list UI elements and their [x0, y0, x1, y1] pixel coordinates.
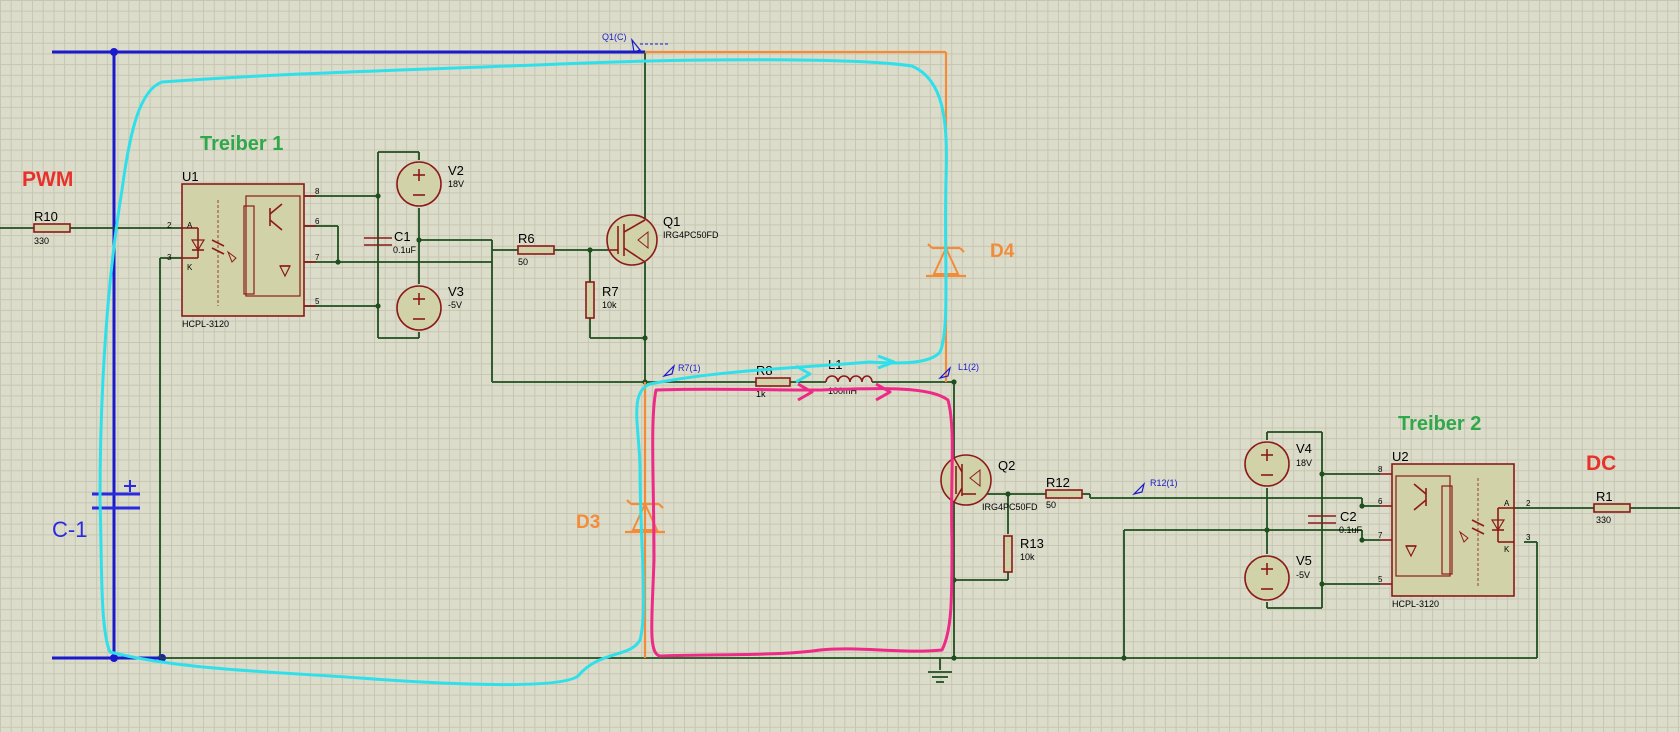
treiber1-label: Treiber 1 — [200, 133, 283, 155]
v3-value: -5V — [448, 300, 462, 310]
v2-value: 18V — [448, 179, 464, 189]
svg-text:5: 5 — [315, 297, 320, 306]
junction-nodes — [335, 193, 1365, 661]
capacitor-c2[interactable]: C2 0.1uF — [1308, 509, 1363, 535]
c1-value: 0.1uF — [393, 245, 417, 255]
r7-value: 10k — [602, 300, 617, 310]
q2-part: IRG4PC50FD — [982, 502, 1038, 512]
svg-text:3: 3 — [1526, 533, 1531, 542]
transistor-q2[interactable]: Q2 IRG4PC50FD — [940, 454, 1038, 512]
resistor-r10[interactable]: R10 330 — [33, 209, 71, 246]
hand-capacitor-c1: C-1 — [52, 480, 140, 542]
c2-name: C2 — [1340, 509, 1357, 524]
dc-bus — [52, 48, 645, 662]
r6-value: 50 — [518, 257, 528, 267]
svg-text:K: K — [1504, 545, 1510, 554]
voltage-source-v5[interactable]: V5 -5V — [1244, 553, 1312, 601]
svg-text:A: A — [1504, 499, 1510, 508]
r13-value: 10k — [1020, 552, 1035, 562]
c1-name: C1 — [394, 229, 411, 244]
treiber2-label: Treiber 2 — [1398, 413, 1481, 435]
pwm-label: PWM — [22, 168, 73, 191]
voltage-source-v2[interactable]: V2 18V — [396, 161, 464, 207]
svg-text:R12(1): R12(1) — [1150, 478, 1178, 488]
hand-label-c1: C-1 — [52, 517, 87, 542]
resistor-r13[interactable]: R13 10k — [1003, 535, 1044, 573]
current-path-cyan — [98, 58, 948, 687]
v5-value: -5V — [1296, 570, 1310, 580]
u1-name: U1 — [182, 169, 199, 184]
orange-path — [643, 50, 948, 658]
v2-name: V2 — [448, 163, 464, 178]
svg-text:Q1(C): Q1(C) — [602, 32, 627, 42]
q2-name: Q2 — [998, 458, 1015, 473]
svg-text:7: 7 — [315, 253, 320, 262]
u2-name: U2 — [1392, 449, 1409, 464]
voltage-source-v3[interactable]: V3 -5V — [396, 284, 464, 331]
probe-q1c[interactable]: Q1(C) — [602, 32, 668, 53]
v3-name: V3 — [448, 284, 464, 299]
pink-arrow-1 — [797, 382, 814, 402]
svg-text:A: A — [187, 221, 193, 230]
dc-label: DC — [1586, 452, 1616, 475]
svg-text:R7(1): R7(1) — [678, 363, 701, 373]
resistor-r6[interactable]: R6 50 — [517, 231, 555, 267]
voltage-source-v4[interactable]: V4 18V — [1244, 441, 1312, 487]
diode-d3[interactable]: D3 — [576, 499, 665, 534]
l1-value: 100mH — [828, 386, 857, 396]
q1-name: Q1 — [663, 214, 680, 229]
svg-text:L1(2): L1(2) — [958, 362, 979, 372]
optocoupler-u2[interactable]: 8 6 7 5 2 3 A K U2 HCPL-3120 — [1378, 449, 1531, 609]
cyan-arrow-2 — [877, 354, 896, 370]
resistor-r1[interactable]: R1 330 — [1593, 489, 1631, 525]
svg-text:8: 8 — [1378, 465, 1383, 474]
transistor-q1[interactable]: Q1 IRG4PC50FD — [606, 214, 719, 266]
u1-part: HCPL-3120 — [182, 319, 229, 329]
svg-text:3: 3 — [167, 253, 172, 262]
current-path-pink — [650, 387, 954, 658]
r13-name: R13 — [1020, 536, 1044, 551]
v4-name: V4 — [1296, 441, 1312, 456]
u2-part: HCPL-3120 — [1392, 599, 1439, 609]
svg-text:2: 2 — [1526, 499, 1531, 508]
d3-label: D3 — [576, 512, 600, 533]
svg-text:7: 7 — [1378, 531, 1383, 540]
diode-d4[interactable]: D4 — [926, 241, 1015, 278]
d4-label: D4 — [990, 241, 1015, 262]
resistor-r12[interactable]: R12 50 — [1045, 475, 1083, 510]
svg-text:2: 2 — [167, 221, 172, 230]
v5-name: V5 — [1296, 553, 1312, 568]
svg-text:5: 5 — [1378, 575, 1383, 584]
q1-part: IRG4PC50FD — [663, 230, 719, 240]
r12-name: R12 — [1046, 475, 1070, 490]
probe-l1-2[interactable]: L1(2) — [938, 362, 979, 380]
pink-arrow-2 — [875, 382, 892, 402]
resistor-r7[interactable]: R7 10k — [585, 281, 619, 319]
r10-name: R10 — [34, 209, 58, 224]
svg-text:K: K — [187, 263, 193, 272]
probe-r7-1[interactable]: R7(1) — [662, 363, 701, 378]
r1-value: 330 — [1596, 515, 1611, 525]
capacitor-c1[interactable]: C1 0.1uF — [364, 229, 417, 255]
optocoupler-u1[interactable]: 2 3 8 6 7 5 A K U1 HCPL-3120 — [167, 169, 320, 329]
v4-value: 18V — [1296, 458, 1312, 468]
svg-text:6: 6 — [1378, 497, 1383, 506]
svg-text:6: 6 — [315, 217, 320, 226]
r7-name: R7 — [602, 284, 619, 299]
r10-value: 330 — [34, 236, 49, 246]
probe-r12-1[interactable]: R12(1) — [1132, 478, 1178, 496]
r12-value: 50 — [1046, 500, 1056, 510]
cyan-arrow-1 — [795, 364, 812, 384]
r6-name: R6 — [518, 231, 535, 246]
c2-value: 0.1uF — [1339, 525, 1363, 535]
svg-text:8: 8 — [315, 187, 320, 196]
r8-value: 1k — [756, 389, 766, 399]
r1-name: R1 — [1596, 489, 1613, 504]
ground-icon — [928, 658, 952, 683]
